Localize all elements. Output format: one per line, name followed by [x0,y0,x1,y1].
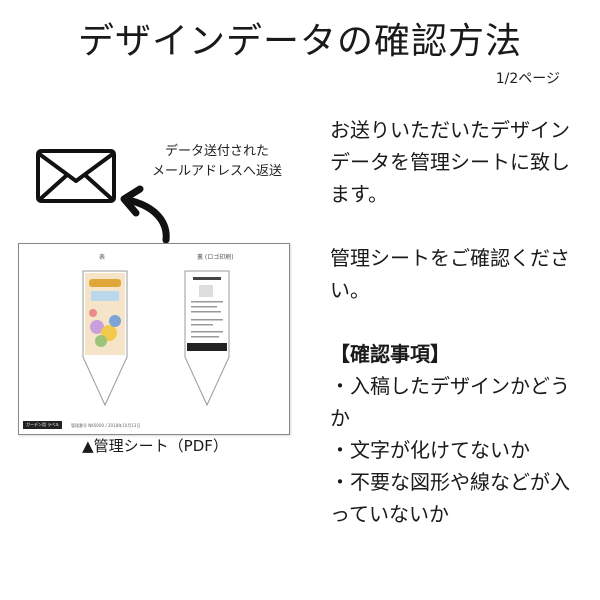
management-sheet-preview[interactable]: 表 裏 (ロゴ印刷) ガーデン用 ラベル 管理番号 NK0000 / 2018年… [18,243,290,435]
instructions-text: お送りいただいたデザインデータを管理シートに致します。 管理シートをご確認くださ… [330,114,580,530]
email-caption-line2: メールアドレスへ返送 [151,164,282,179]
front-stake-image [82,270,128,407]
page-title: デザインデータの確認方法 [77,21,522,62]
page-indicator: 1/2ページ [495,71,560,87]
return-arrow-icon [120,185,170,243]
back-stake-image [184,270,230,407]
sheet-footer-text: 管理番号 NK0000 / 2018年10月13日 [71,423,141,428]
sheet-caption: ▲管理シート（PDF） [82,437,228,455]
sheet-back-label: 裏 (ロゴ印刷) [197,254,234,261]
checklist-item: ・入稿したデザインかどうか [330,374,570,430]
envelope-icon [36,149,116,203]
checklist-item: ・文字が化けてないか [330,438,530,462]
instructions-para2: 管理シートをご確認ください。 [330,246,570,302]
checklist-item: ・不要な図形や線などが入っていないか [330,470,570,526]
sheet-footer-tag: ガーデン用 ラベル [23,421,63,429]
email-return-caption: データ送付された メールアドレスへ返送 [132,142,302,182]
sheet-front-label: 表 [99,254,106,261]
checklist-heading: 【確認事項】 [330,342,450,366]
instructions-para1: お送りいただいたデザインデータを管理シートに致します。 [330,118,570,206]
email-caption-line1: データ送付された [164,144,269,159]
